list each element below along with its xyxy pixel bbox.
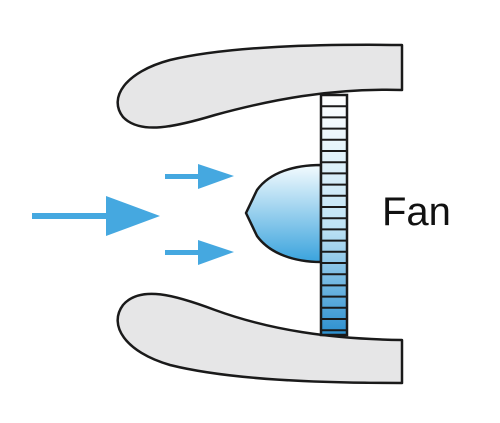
upper-nacelle-wall [116, 43, 404, 129]
airflow-arrows [32, 164, 234, 265]
fan-blades [319, 93, 349, 337]
lower-small-arrow [165, 240, 234, 265]
fan-hub [244, 163, 323, 264]
lower-nacelle-wall [116, 292, 404, 385]
fan-label: Fan [382, 190, 451, 234]
inflow-arrow-large [32, 196, 160, 236]
upper-small-arrow [165, 164, 234, 189]
